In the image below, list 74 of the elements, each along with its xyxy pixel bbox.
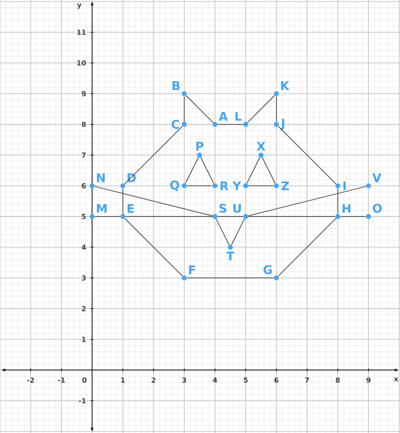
node-label: I <box>343 181 346 190</box>
line-segment <box>262 157 276 184</box>
labelled-point: S <box>212 204 226 219</box>
line-segment <box>276 96 277 122</box>
line-segment <box>94 216 120 217</box>
labelled-point: T <box>226 244 234 260</box>
line-segment <box>278 218 336 276</box>
labelled-point: H <box>335 204 350 219</box>
line-segment <box>246 157 260 184</box>
node-label: G <box>263 265 272 274</box>
node-label: Q <box>170 180 180 192</box>
node-label: H <box>342 204 350 213</box>
node-label: B <box>172 81 180 90</box>
node-label: U <box>233 204 241 213</box>
line-segment <box>337 188 338 214</box>
labelled-point: E <box>120 204 134 219</box>
node-label: C <box>172 120 179 129</box>
node-label: V <box>372 173 382 182</box>
node-label: X <box>256 142 266 151</box>
line-segment <box>216 218 230 246</box>
line-segment <box>200 157 214 184</box>
line-segment <box>278 126 336 184</box>
node-label: P <box>196 142 204 151</box>
node-label: K <box>281 81 290 90</box>
node-label: O <box>372 204 382 213</box>
line-segment <box>217 124 244 125</box>
line-segment <box>231 218 245 246</box>
labelled-point: P <box>196 142 204 158</box>
labelled-point: O <box>366 204 382 219</box>
node-label: A <box>218 112 228 121</box>
labelled-point: A <box>212 112 228 127</box>
line-segment <box>248 185 274 186</box>
line-segment <box>248 186 366 216</box>
node-label: E <box>128 204 134 213</box>
labelled-point: L <box>235 112 248 127</box>
line-segment <box>124 126 183 184</box>
line-segment <box>248 216 336 217</box>
line-segment <box>125 216 213 217</box>
line-segment <box>340 216 366 217</box>
node-label: R <box>220 181 228 190</box>
labelled-point: V <box>366 173 382 188</box>
line-segment <box>122 188 124 214</box>
node-label: N <box>96 173 105 182</box>
line-segment <box>186 185 213 186</box>
node-label: F <box>188 266 196 274</box>
labelled-point: U <box>233 204 248 219</box>
line-segment <box>217 216 244 217</box>
node-label: L <box>235 112 242 121</box>
line-segment <box>94 186 213 216</box>
node-label: S <box>219 204 226 213</box>
labelled-point: Q <box>170 180 187 192</box>
line-segment <box>184 96 185 122</box>
line-segment <box>247 95 275 123</box>
labelled-point: N <box>90 173 105 188</box>
labelled-point: J <box>274 118 284 130</box>
labelled-point: X <box>256 142 266 158</box>
labelled-point: Y <box>232 181 248 190</box>
labelled-point: R <box>212 181 228 190</box>
node-label: J <box>280 118 284 130</box>
labelled-point: C <box>172 120 187 129</box>
labelled-point: B <box>172 81 187 96</box>
labelled-point: K <box>274 81 290 96</box>
line-segment <box>124 218 183 276</box>
line-segment <box>186 95 214 123</box>
labelled-point: F <box>182 266 196 280</box>
labelled-point: M <box>90 204 106 219</box>
labelled-point: G <box>263 265 279 280</box>
node-label: M <box>96 204 106 213</box>
labelled-point: Z <box>274 181 289 190</box>
node-label: Z <box>281 181 289 190</box>
line-segment <box>185 157 199 184</box>
node-label: T <box>226 252 234 260</box>
labelled-point: I <box>335 181 346 190</box>
node-label: Y <box>232 181 242 190</box>
